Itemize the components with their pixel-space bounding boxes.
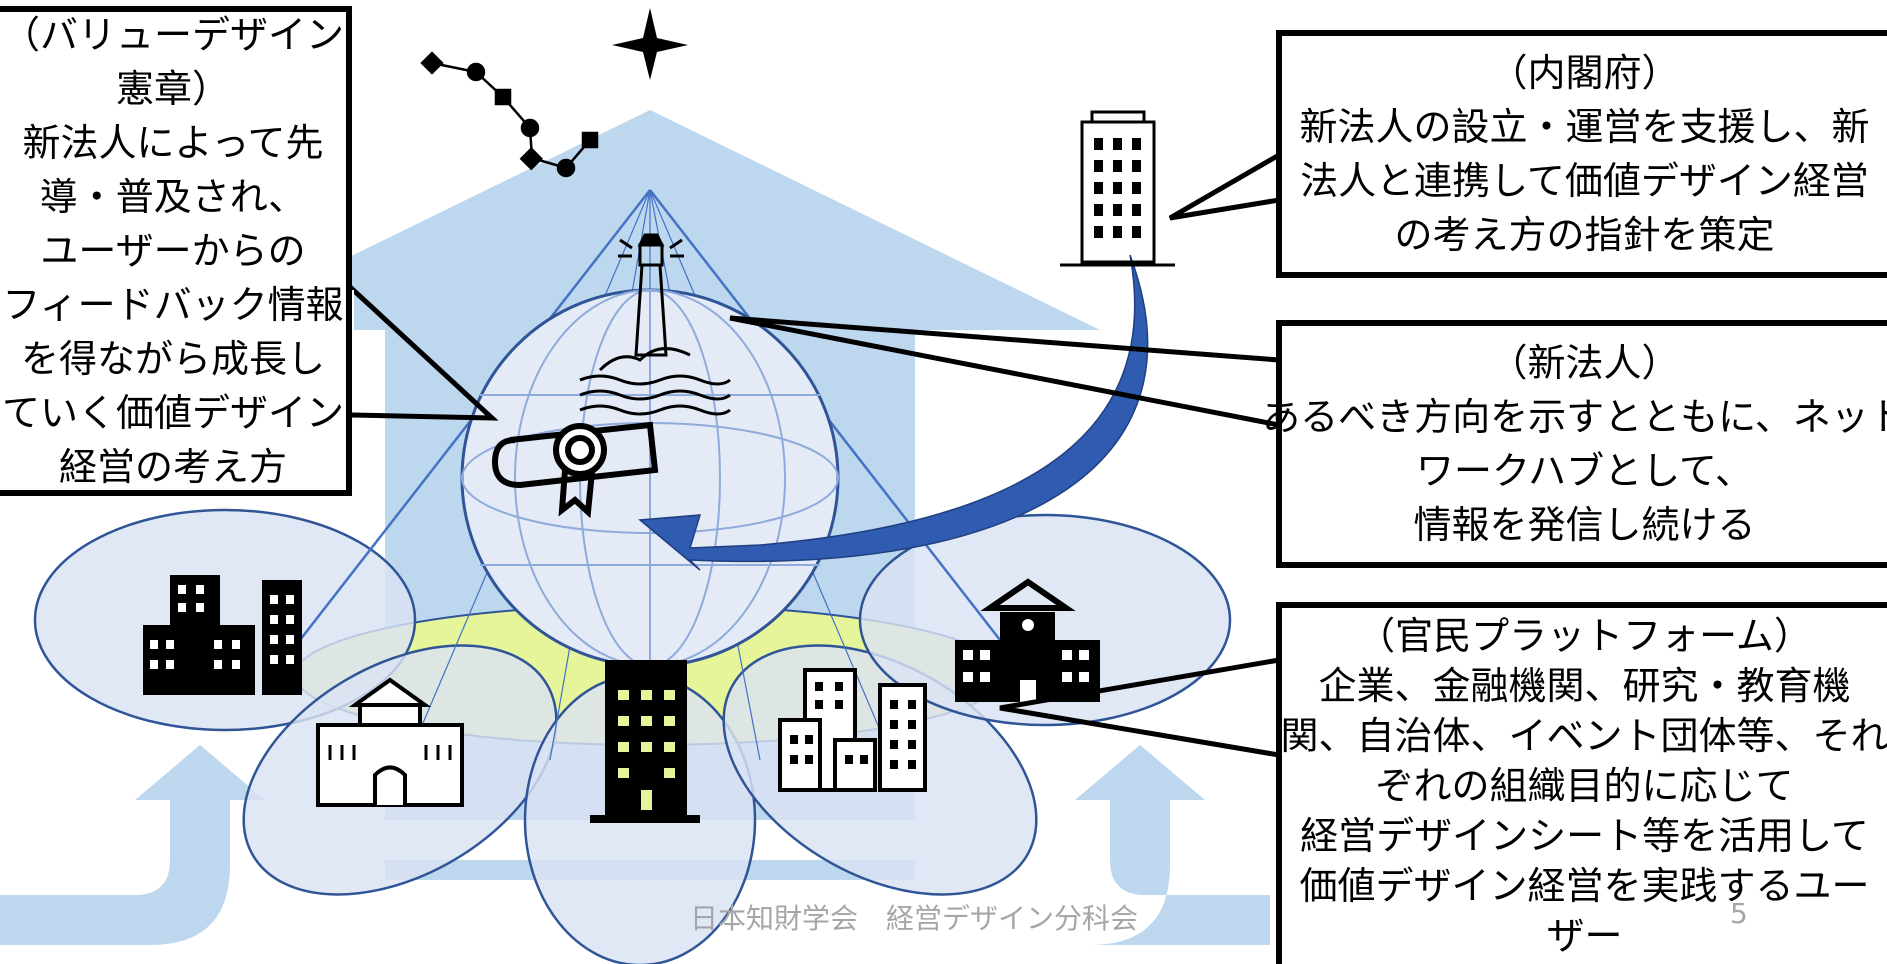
callout-line: 情報を発信し続ける — [1413, 503, 1756, 547]
callout-line: 経営の考え方 — [58, 445, 287, 489]
callout-line: ザー — [1546, 914, 1623, 958]
page-number: 5 — [1730, 897, 1748, 930]
school-icon — [316, 677, 464, 807]
callout-line: を得ながら成長し — [20, 337, 325, 381]
callout-line: 関、自治体、イベント団体等、それ — [1280, 714, 1887, 758]
callout-line: 価値デザイン経営を実践するユー — [1299, 864, 1870, 908]
tower-building-icon — [590, 660, 700, 823]
callout-line: 憲章） — [115, 67, 230, 111]
apartment-buildings-icon — [778, 668, 927, 792]
callout-line: 導・普及され、 — [39, 175, 307, 219]
city-buildings-icon — [143, 575, 302, 695]
callout-line: （バリューデザイン — [1, 13, 344, 57]
callout-line: ワークハブとして、 — [1415, 449, 1754, 493]
callout-line: 経営デザインシート等を活用して — [1300, 814, 1869, 858]
house-building-icon — [955, 578, 1100, 702]
support-arrow — [638, 254, 1149, 571]
platform-callout: （官民プラットフォーム） 企業、金融機関、研究・教育機 関、自治体、イベント団体… — [1276, 602, 1887, 964]
callout-line: ぞれの組織目的に応じて — [1375, 764, 1794, 808]
callout-line: （官民プラットフォーム） — [1357, 614, 1812, 658]
lighthouse-icon — [579, 233, 731, 416]
value-charter-callout: （バリューデザイン 憲章） 新法人によって先 導・普及され、 ユーザーからの フ… — [0, 6, 352, 496]
new-corporation-callout: （新法人） あるべき方向を示すとともに、ネット ワークハブとして、 情報を発信し… — [1262, 320, 1887, 568]
callout-line: あるべき方向を示すとともに、ネット — [1262, 395, 1887, 439]
callout-line: 法人と連携して価値デザイン経営 — [1300, 159, 1869, 203]
callout-line: ユーザーからの — [40, 229, 306, 273]
star-icon — [612, 8, 688, 80]
callout-line: （新法人） — [1489, 341, 1680, 385]
certificate-scroll-icon — [491, 421, 659, 519]
callout-line: 企業、金融機関、研究・教育機 — [1318, 664, 1851, 708]
callout-pointers — [348, 152, 1281, 758]
callout-line: の考え方の指針を策定 — [1394, 213, 1775, 257]
right-up-arrow — [1075, 745, 1270, 945]
callout-line: ていく価値デザイン — [1, 391, 344, 435]
callout-line: （内閣府） — [1489, 51, 1680, 95]
cabinet-office-callout: （内閣府） 新法人の設立・運営を支援し、新 法人と連携して価値デザイン経営 の考… — [1276, 30, 1887, 278]
left-up-arrow — [0, 745, 265, 945]
callout-line: 新法人によって先 — [22, 121, 324, 165]
footer-text: 日本知財学会 経営デザイン分科会 — [690, 902, 1139, 935]
office-building-icon — [1060, 110, 1175, 267]
constellation-icon — [420, 51, 599, 178]
callout-line: 新法人の設立・運営を支援し、新 — [1299, 105, 1870, 149]
callout-line: フィードバック情報 — [2, 283, 344, 327]
globe — [460, 288, 840, 668]
